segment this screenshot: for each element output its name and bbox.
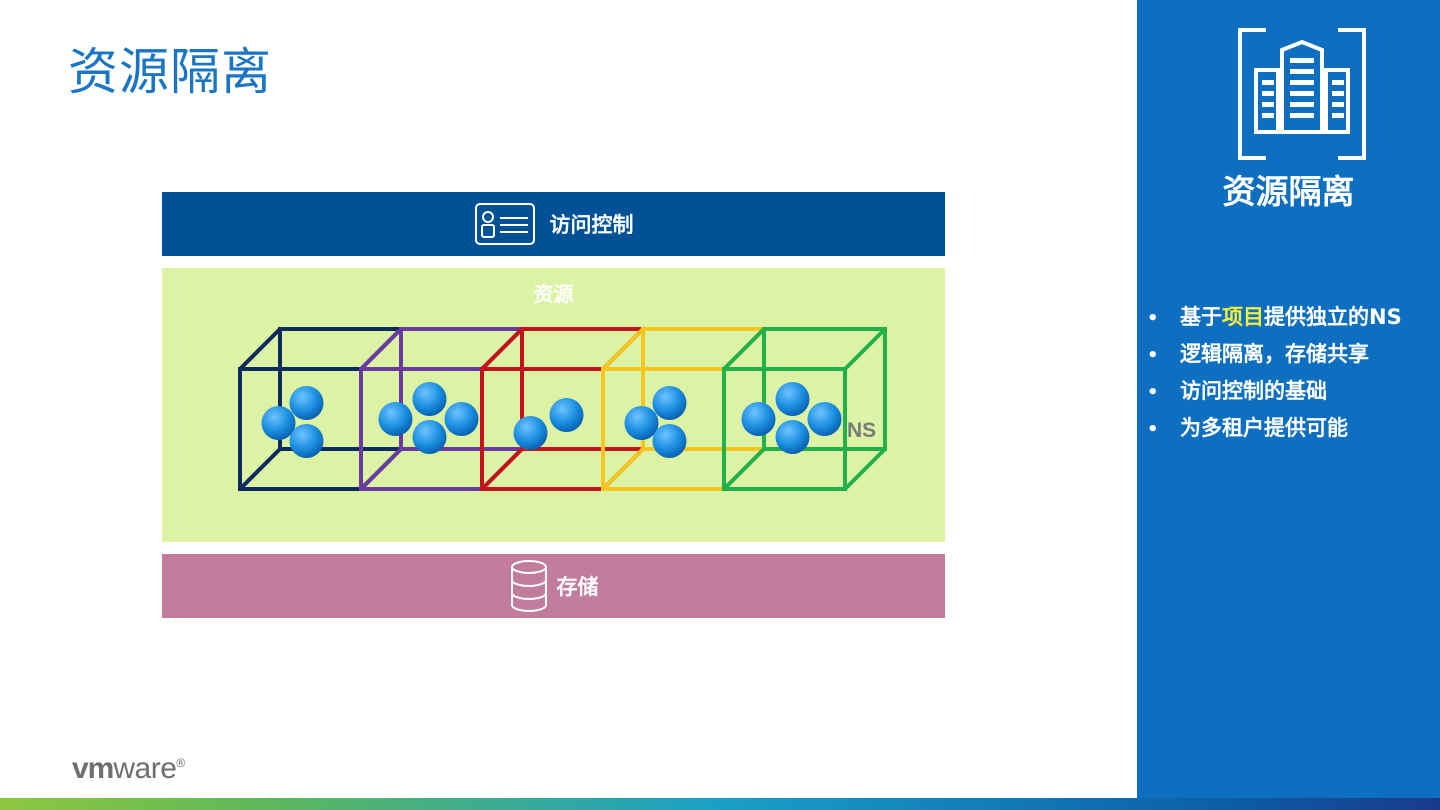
pod-icon [625,406,659,440]
footer-stripe [0,798,1440,810]
bullet-item: • 逻辑隔离，存储共享 [1147,338,1440,375]
bullet-text: 访问控制的基础 [1180,375,1327,405]
pod-icon [550,398,584,432]
access-control-label: 访问控制 [550,209,634,239]
bullet-text: 为多租户提供可能 [1180,412,1348,442]
bullet-text: 逻辑隔离，存储共享 [1180,338,1369,368]
storage-label: 存储 [557,571,599,601]
access-control-bar: 访问控制 [162,192,945,256]
pod-icon [445,402,479,436]
pod-icon [742,402,776,436]
bullet-text: 基于项目提供独立的NS [1180,301,1402,331]
page-title: 资源隔离 [68,32,272,104]
building-icon [1238,28,1366,160]
bullet-list: • 基于项目提供独立的NS • 逻辑隔离，存储共享 • 访问控制的基础 • 为多… [1147,301,1440,449]
storage-bar: 存储 [162,554,945,618]
namespace-cubes: NS [162,268,945,542]
highlight-text: 项目 [1222,305,1264,329]
pod-icon [653,424,687,458]
pod-icon [290,424,324,458]
bullet-item: • 访问控制的基础 [1147,375,1440,412]
pod-icon [808,402,842,436]
pod-icon [413,382,447,416]
pod-icon [653,386,687,420]
bullet-item: • 基于项目提供独立的NS [1147,301,1440,338]
bullet-dot: • [1147,308,1180,329]
pod-icon [290,386,324,420]
resource-panel: 资源 NS [162,268,945,542]
bullet-dot: • [1147,345,1180,366]
id-card-icon [474,202,536,246]
bullet-item: • 为多租户提供可能 [1147,412,1440,449]
ns-label: NS [847,419,876,442]
pod-icon [413,420,447,454]
namespace-cube [724,329,885,489]
pod-icon [514,416,548,450]
pod-icon [776,382,810,416]
pod-icon [776,420,810,454]
pod-icon [379,402,413,436]
pod-icon [262,406,296,440]
bullet-dot: • [1147,419,1180,440]
sidebar: 资源隔离 • 基于项目提供独立的NS • 逻辑隔离，存储共享 • 访问控制的基础… [1137,0,1440,810]
sidebar-title: 资源隔离 [1137,165,1440,213]
bullet-dot: • [1147,382,1180,403]
vmware-logo: vmware® [72,752,185,786]
database-icon [509,558,549,614]
